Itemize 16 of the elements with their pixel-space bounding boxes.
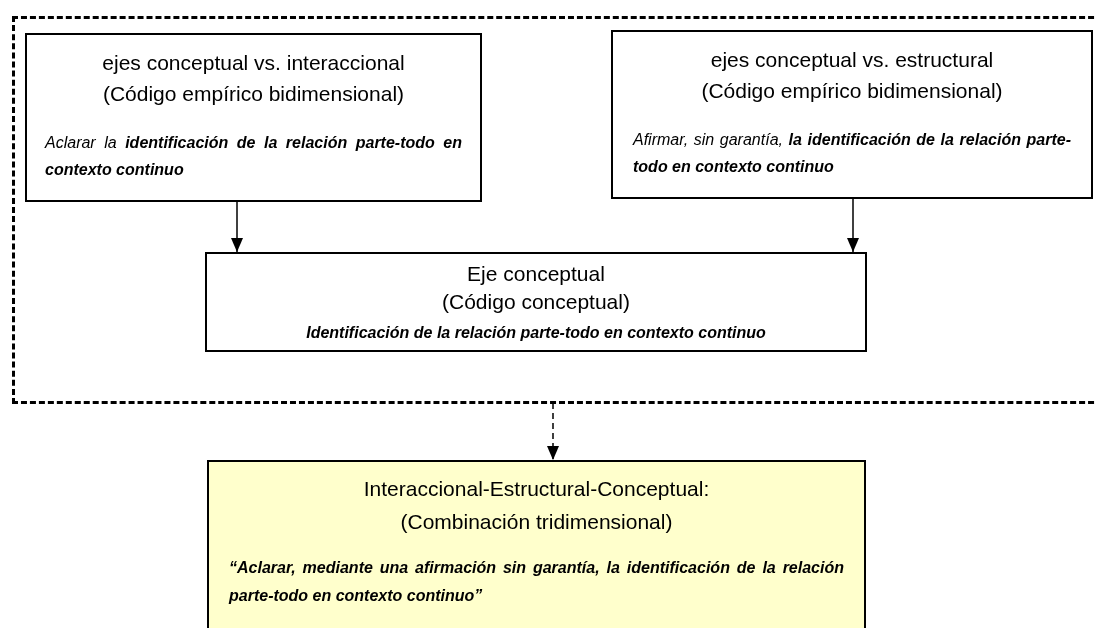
box-description: Identificación de la relación parte-todo en contexto continuo xyxy=(305,323,767,343)
box-description: Aclarar la identificación de la relación parte-todo en contexto continuo xyxy=(45,133,462,180)
dashed-group-frame xyxy=(12,16,1096,404)
arrow xyxy=(847,197,859,253)
box-heading: Interaccional-Estructural-Conceptual: (Combinación tridimensional) xyxy=(362,476,711,535)
arrow xyxy=(547,402,559,461)
box-description: “Aclarar, mediante una afirmación sin garantía, la identificación de la relación parte-todo en contexto continuo” xyxy=(229,558,844,606)
box-heading: ejes conceptual vs. interaccional (Código empírico bidimensional) xyxy=(101,50,406,107)
arrow xyxy=(231,200,243,253)
box-heading: ejes conceptual vs. estructural (Código empírico bidimensional) xyxy=(700,47,1004,104)
process-box xyxy=(205,252,867,352)
box-description: Afirmar, sin garantía, la identificación de la relación parte-todo en contexto continuo xyxy=(633,130,1071,177)
highlight-box xyxy=(207,460,866,628)
process-box xyxy=(25,33,482,202)
process-box xyxy=(611,30,1093,199)
box-heading: Eje conceptual (Código conceptual) xyxy=(441,261,631,315)
